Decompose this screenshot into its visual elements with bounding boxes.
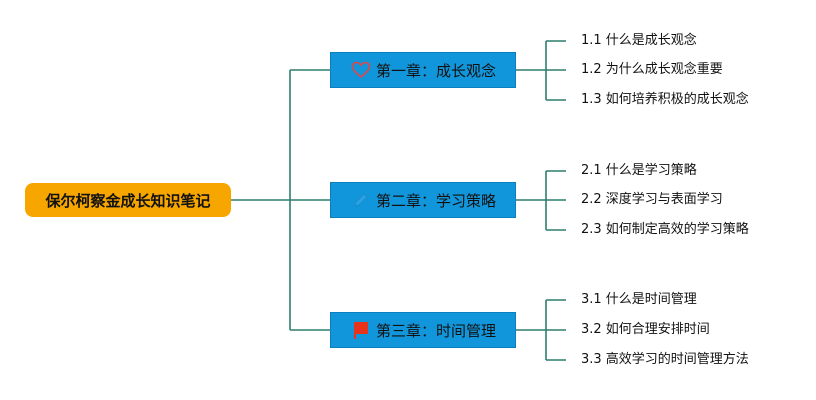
chapter-label: 第二章：学习策略 [375,191,496,210]
topic-item[interactable]: 1.1 什么是成长观念 [581,33,697,48]
topic-item[interactable]: 3.3 高效学习的时间管理方法 [581,352,749,367]
topic-item[interactable]: 3.2 如何合理安排时间 [581,322,710,337]
topic-item[interactable]: 3.1 什么是时间管理 [581,292,697,307]
topic-item[interactable]: 2.2 深度学习与表面学习 [581,192,723,207]
chapter-node-growth-mindset[interactable]: 第一章：成长观念 [330,52,516,88]
topic-item[interactable]: 1.3 如何培养积极的成长观念 [581,92,749,107]
chapter-label: 第一章：成长观念 [375,61,496,80]
topic-item[interactable]: 2.1 什么是学习策略 [581,163,697,178]
topic-item[interactable]: 2.3 如何制定高效的学习策略 [581,222,749,237]
root-label: 保尔柯察金成长知识笔记 [45,191,211,210]
heart-icon [350,59,372,81]
flag-icon [350,319,372,341]
topic-item[interactable]: 1.2 为什么成长观念重要 [581,62,723,77]
root-node[interactable]: 保尔柯察金成长知识笔记 [25,183,231,217]
chapter-node-time-management[interactable]: 第三章：时间管理 [330,312,516,348]
pencil-icon [350,189,372,211]
chapter-label: 第三章：时间管理 [375,321,496,340]
chapter-node-learning-strategy[interactable]: 第二章：学习策略 [330,182,516,218]
